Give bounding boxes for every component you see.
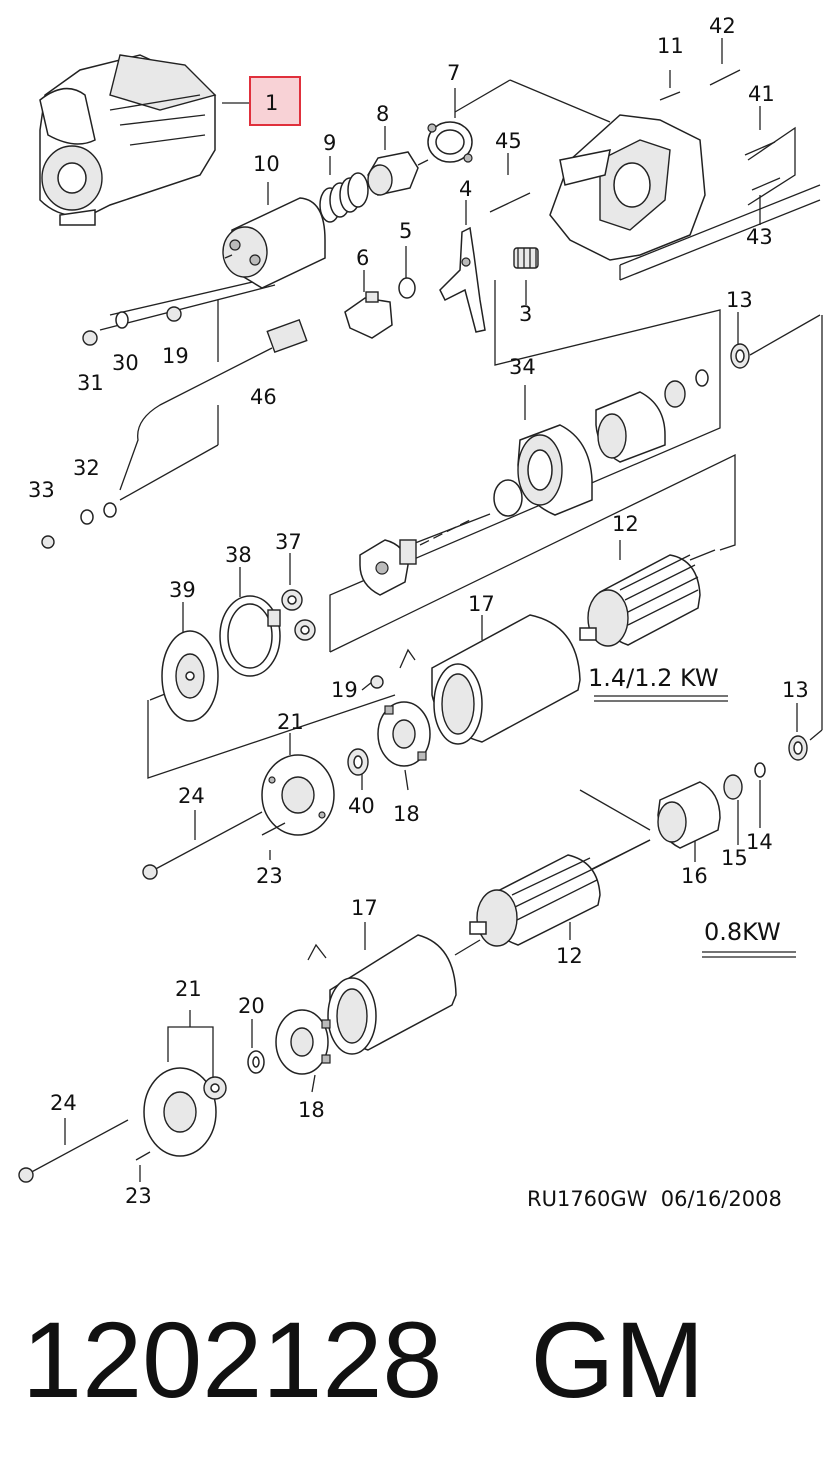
part-18-brush-holder-small <box>275 1009 331 1075</box>
bolts-mid <box>142 811 286 880</box>
callout-21-top: 21 <box>277 710 304 734</box>
part-12-armature-large <box>579 549 716 647</box>
callout-labels: 1 7 8 9 10 11 42 41 45 4 5 6 3 43 31 30 … <box>28 14 809 1208</box>
callout-19-top: 19 <box>162 344 189 368</box>
part-34-gear-housing <box>493 391 666 517</box>
part-20-washer <box>247 1050 265 1074</box>
callout-38: 38 <box>225 543 252 567</box>
part-8-plunger <box>367 151 429 196</box>
part-4-fork-lever <box>439 226 486 333</box>
part-46-wire <box>119 318 308 491</box>
callout-43: 43 <box>746 225 773 249</box>
callout-17-bottom: 17 <box>351 896 378 920</box>
callout-24-top: 24 <box>178 784 205 808</box>
callout-14: 14 <box>746 830 773 854</box>
callout-17-top: 17 <box>468 592 495 616</box>
part-37-planet-gears <box>281 589 316 641</box>
callout-42: 42 <box>709 14 736 38</box>
part-5-washer <box>398 277 416 299</box>
callout-33: 33 <box>28 478 55 502</box>
part-number-line: 1202128 GM <box>22 1290 822 1440</box>
part-10-solenoid <box>222 197 326 289</box>
callout-34: 34 <box>509 355 536 379</box>
callout-9: 9 <box>323 131 336 155</box>
diagram-reference: RU1760GW 06/16/2008 <box>527 1187 782 1211</box>
part-17-housing-large <box>431 614 581 745</box>
variant-1-4-kw: 1.4/1.2 KW <box>588 664 719 692</box>
callout-45: 45 <box>495 129 522 153</box>
callout-23-bottom: 23 <box>125 1184 152 1208</box>
planet-carrier-shaft <box>359 513 491 596</box>
callout-3: 3 <box>519 302 532 326</box>
callout-7: 7 <box>447 61 460 85</box>
callout-12-top: 12 <box>612 512 639 536</box>
variant-label-large: 1.4/1.2 KW <box>588 664 728 702</box>
callout-12-bottom: 12 <box>556 944 583 968</box>
drive-end-housing <box>549 114 706 261</box>
drive-parts-lower <box>657 735 808 849</box>
callout-31: 31 <box>77 371 104 395</box>
callout-24-bottom: 24 <box>50 1091 77 1115</box>
part-12-armature-small <box>469 839 651 947</box>
callout-41: 41 <box>748 82 775 106</box>
callout-16: 16 <box>681 864 708 888</box>
callout-6: 6 <box>356 246 369 270</box>
part-38-ring-gear <box>219 595 281 677</box>
part-18-brush-holder-large <box>377 648 431 767</box>
bolts-top <box>489 69 781 213</box>
part-9-spring <box>319 172 369 223</box>
brand-name: GM <box>530 1299 705 1420</box>
callout-32: 32 <box>73 456 100 480</box>
callout-13-top: 13 <box>726 288 753 312</box>
callout-11: 11 <box>657 34 684 58</box>
callout-15: 15 <box>721 846 748 870</box>
starter-motor-exploded-diagram: 1 7 8 9 10 11 42 41 45 4 5 6 3 43 31 30 … <box>18 14 823 1211</box>
part-number: 1202128 <box>22 1299 443 1420</box>
callout-10: 10 <box>253 152 280 176</box>
part-39-plate <box>161 630 219 722</box>
callout-21-bottom: 21 <box>175 977 202 1001</box>
callout-39: 39 <box>169 578 196 602</box>
callout-46: 46 <box>250 385 277 409</box>
hardware-mid <box>347 675 384 776</box>
part-13-seal <box>664 343 750 408</box>
variant-0-8-kw: 0.8KW <box>704 918 781 946</box>
callout-1: 1 <box>265 91 278 115</box>
callout-5: 5 <box>399 219 412 243</box>
callout-8: 8 <box>376 102 389 126</box>
highlighted-part-box <box>249 76 301 126</box>
part-6-block <box>344 291 393 339</box>
callout-23-top: 23 <box>256 864 283 888</box>
part-17-housing-small <box>307 934 457 1055</box>
callout-40: 40 <box>348 794 375 818</box>
starter-assembly-illustration <box>39 54 217 226</box>
callout-18-bottom: 18 <box>298 1098 325 1122</box>
callout-30: 30 <box>112 351 139 375</box>
part-21-end-cap-small <box>143 1067 227 1157</box>
part-3-pinion <box>513 247 539 269</box>
callout-37: 37 <box>275 530 302 554</box>
small-hardware <box>41 306 182 549</box>
part-7-gasket <box>427 121 473 163</box>
callout-19-mid: 19 <box>331 678 358 702</box>
callout-4: 4 <box>459 177 472 201</box>
bolts-bottom <box>18 1119 151 1183</box>
callout-13-mid: 13 <box>782 678 809 702</box>
callout-18-top: 18 <box>393 802 420 826</box>
variant-label-small: 0.8KW <box>702 918 796 958</box>
callout-20: 20 <box>238 994 265 1018</box>
part-21-end-cap-large <box>261 754 335 836</box>
